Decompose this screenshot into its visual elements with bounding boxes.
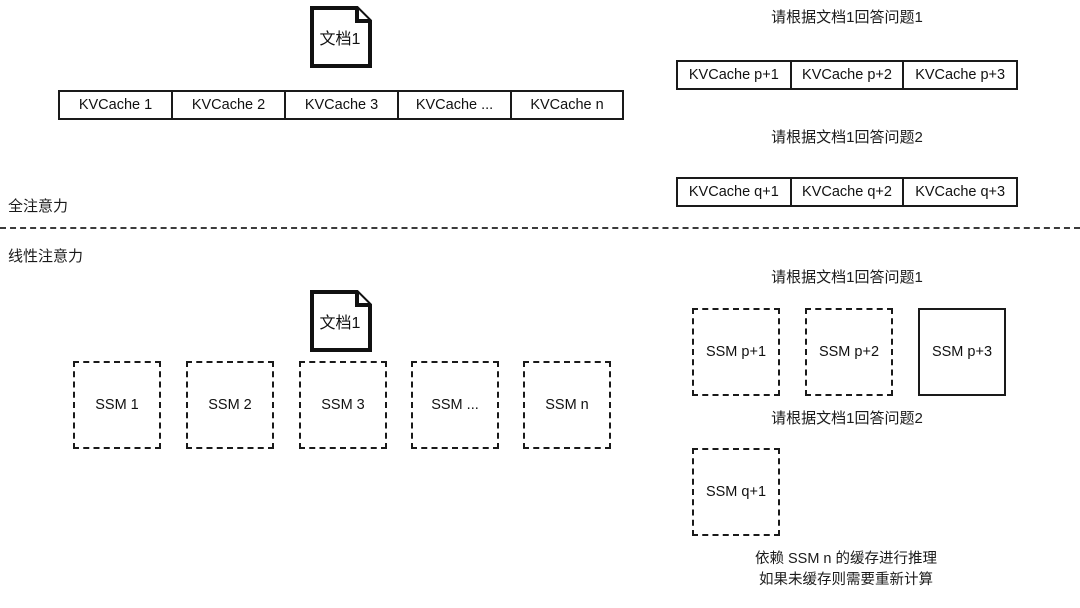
kvcache-strip-question2: KVCache q+1 KVCache q+2 KVCache q+3	[676, 177, 1018, 207]
ssm-box-2: SSM 2	[186, 361, 274, 449]
footnote-line-1: 依赖 SSM n 的缓存进行推理	[754, 551, 938, 567]
kvcache-cell: KVCache 3	[286, 92, 399, 118]
ssm-box-ellipsis: SSM ...	[411, 361, 499, 449]
kvcache-cell: KVCache ...	[399, 92, 512, 118]
document-icon-bottom: 文档1	[309, 289, 373, 353]
kvcache-strip-question1: KVCache p+1 KVCache p+2 KVCache p+3	[676, 60, 1018, 90]
ssm-box-3: SSM 3	[299, 361, 387, 449]
document-label-bottom: 文档1	[319, 315, 361, 332]
document-icon-top: 文档1	[309, 5, 373, 69]
kvcache-cell: KVCache p+1	[678, 62, 792, 88]
document-label-top: 文档1	[319, 31, 361, 48]
ssm-box-1: SSM 1	[73, 361, 161, 449]
kvcache-cell: KVCache q+1	[678, 179, 792, 205]
kvcache-cell: KVCache 1	[60, 92, 173, 118]
ssm-box-p1: SSM p+1	[692, 308, 780, 396]
kvcache-cell: KVCache p+3	[915, 67, 1006, 83]
footnote-line-2: 如果未缓存则需要重新计算	[759, 572, 933, 588]
section-label-full-attention: 全注意力	[8, 198, 69, 215]
footnote: 依赖 SSM n 的缓存进行推理 如果未缓存则需要重新计算	[636, 549, 1056, 591]
kvcache-cell: KVCache q+3	[915, 184, 1006, 200]
kvcache-strip-document: KVCache 1 KVCache 2 KVCache 3 KVCache ..…	[58, 90, 624, 120]
kvcache-cell: KVCache 2	[173, 92, 286, 118]
ssm-box-q1: SSM q+1	[692, 448, 780, 536]
section-label-linear-attention: 线性注意力	[8, 248, 84, 265]
ssm-box-n: SSM n	[523, 361, 611, 449]
prompt-caption-question2-linear: 请根据文档1回答问题2	[771, 410, 923, 427]
kvcache-cell: KVCache p+2	[792, 62, 905, 88]
prompt-caption-question1-full: 请根据文档1回答问题1	[771, 9, 923, 26]
kvcache-cell: KVCache n	[530, 97, 604, 113]
section-divider	[0, 227, 1080, 229]
ssm-box-p2: SSM p+2	[805, 308, 893, 396]
kvcache-cell: KVCache q+2	[792, 179, 905, 205]
ssm-box-p3: SSM p+3	[918, 308, 1006, 396]
prompt-caption-question2-full: 请根据文档1回答问题2	[771, 129, 923, 146]
prompt-caption-question1-linear: 请根据文档1回答问题1	[771, 269, 923, 286]
